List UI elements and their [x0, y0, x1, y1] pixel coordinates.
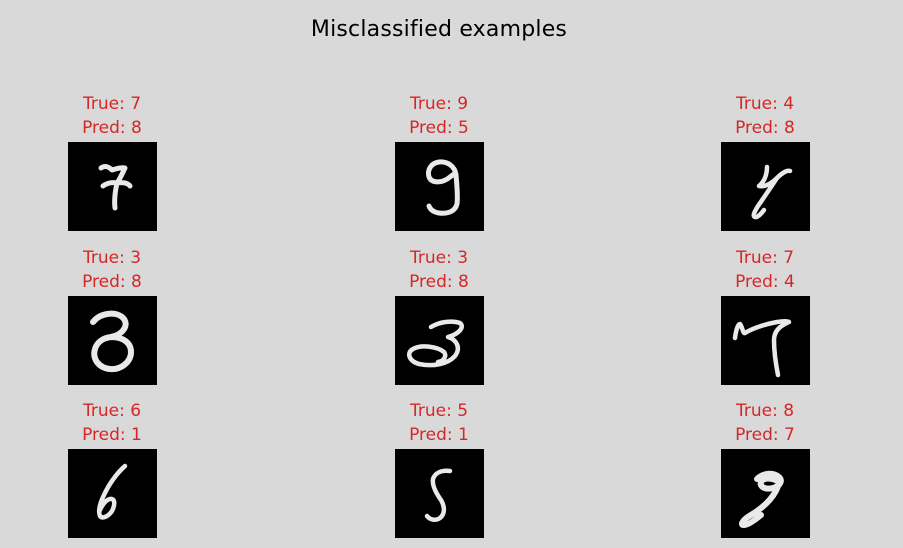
pred-label: Pred: 8 — [409, 272, 469, 292]
pred-label: Pred: 8 — [82, 272, 142, 292]
sample-cell: True: 4 Pred: 8 — [695, 92, 835, 231]
sample-cell: True: 9 Pred: 5 — [369, 92, 509, 231]
pred-label: Pred: 1 — [409, 425, 469, 445]
true-label: True: 3 — [409, 248, 469, 268]
pred-label: Pred: 1 — [82, 425, 142, 445]
sample-cell: True: 3 Pred: 8 — [369, 246, 509, 385]
true-label: True: 7 — [82, 94, 142, 114]
true-label: True: 7 — [735, 248, 795, 268]
sample-cell: True: 5 Pred: 1 — [369, 399, 509, 538]
sample-cell: True: 7 Pred: 4 — [695, 246, 835, 385]
pred-label: Pred: 8 — [82, 118, 142, 138]
true-label: True: 4 — [735, 94, 795, 114]
true-label: True: 6 — [82, 401, 142, 421]
pred-label: Pred: 4 — [735, 272, 795, 292]
digit-image — [721, 449, 810, 538]
true-label: True: 3 — [82, 248, 142, 268]
pred-label: Pred: 8 — [735, 118, 795, 138]
sample-cell: True: 3 Pred: 8 — [42, 246, 182, 385]
sample-cell: True: 7 Pred: 8 — [42, 92, 182, 231]
digit-image — [395, 142, 484, 231]
true-label: True: 8 — [735, 401, 795, 421]
sample-cell: True: 6 Pred: 1 — [42, 399, 182, 538]
true-label: True: 5 — [409, 401, 469, 421]
digit-image — [68, 449, 157, 538]
figure-title: Misclassified examples — [310, 17, 568, 42]
digit-image — [395, 296, 484, 385]
digit-image — [68, 142, 157, 231]
pred-label: Pred: 7 — [735, 425, 795, 445]
digit-image — [68, 296, 157, 385]
true-label: True: 9 — [409, 94, 469, 114]
pred-label: Pred: 5 — [409, 118, 469, 138]
digit-image — [721, 142, 810, 231]
sample-cell: True: 8 Pred: 7 — [695, 399, 835, 538]
digit-image — [721, 296, 810, 385]
digit-image — [395, 449, 484, 538]
